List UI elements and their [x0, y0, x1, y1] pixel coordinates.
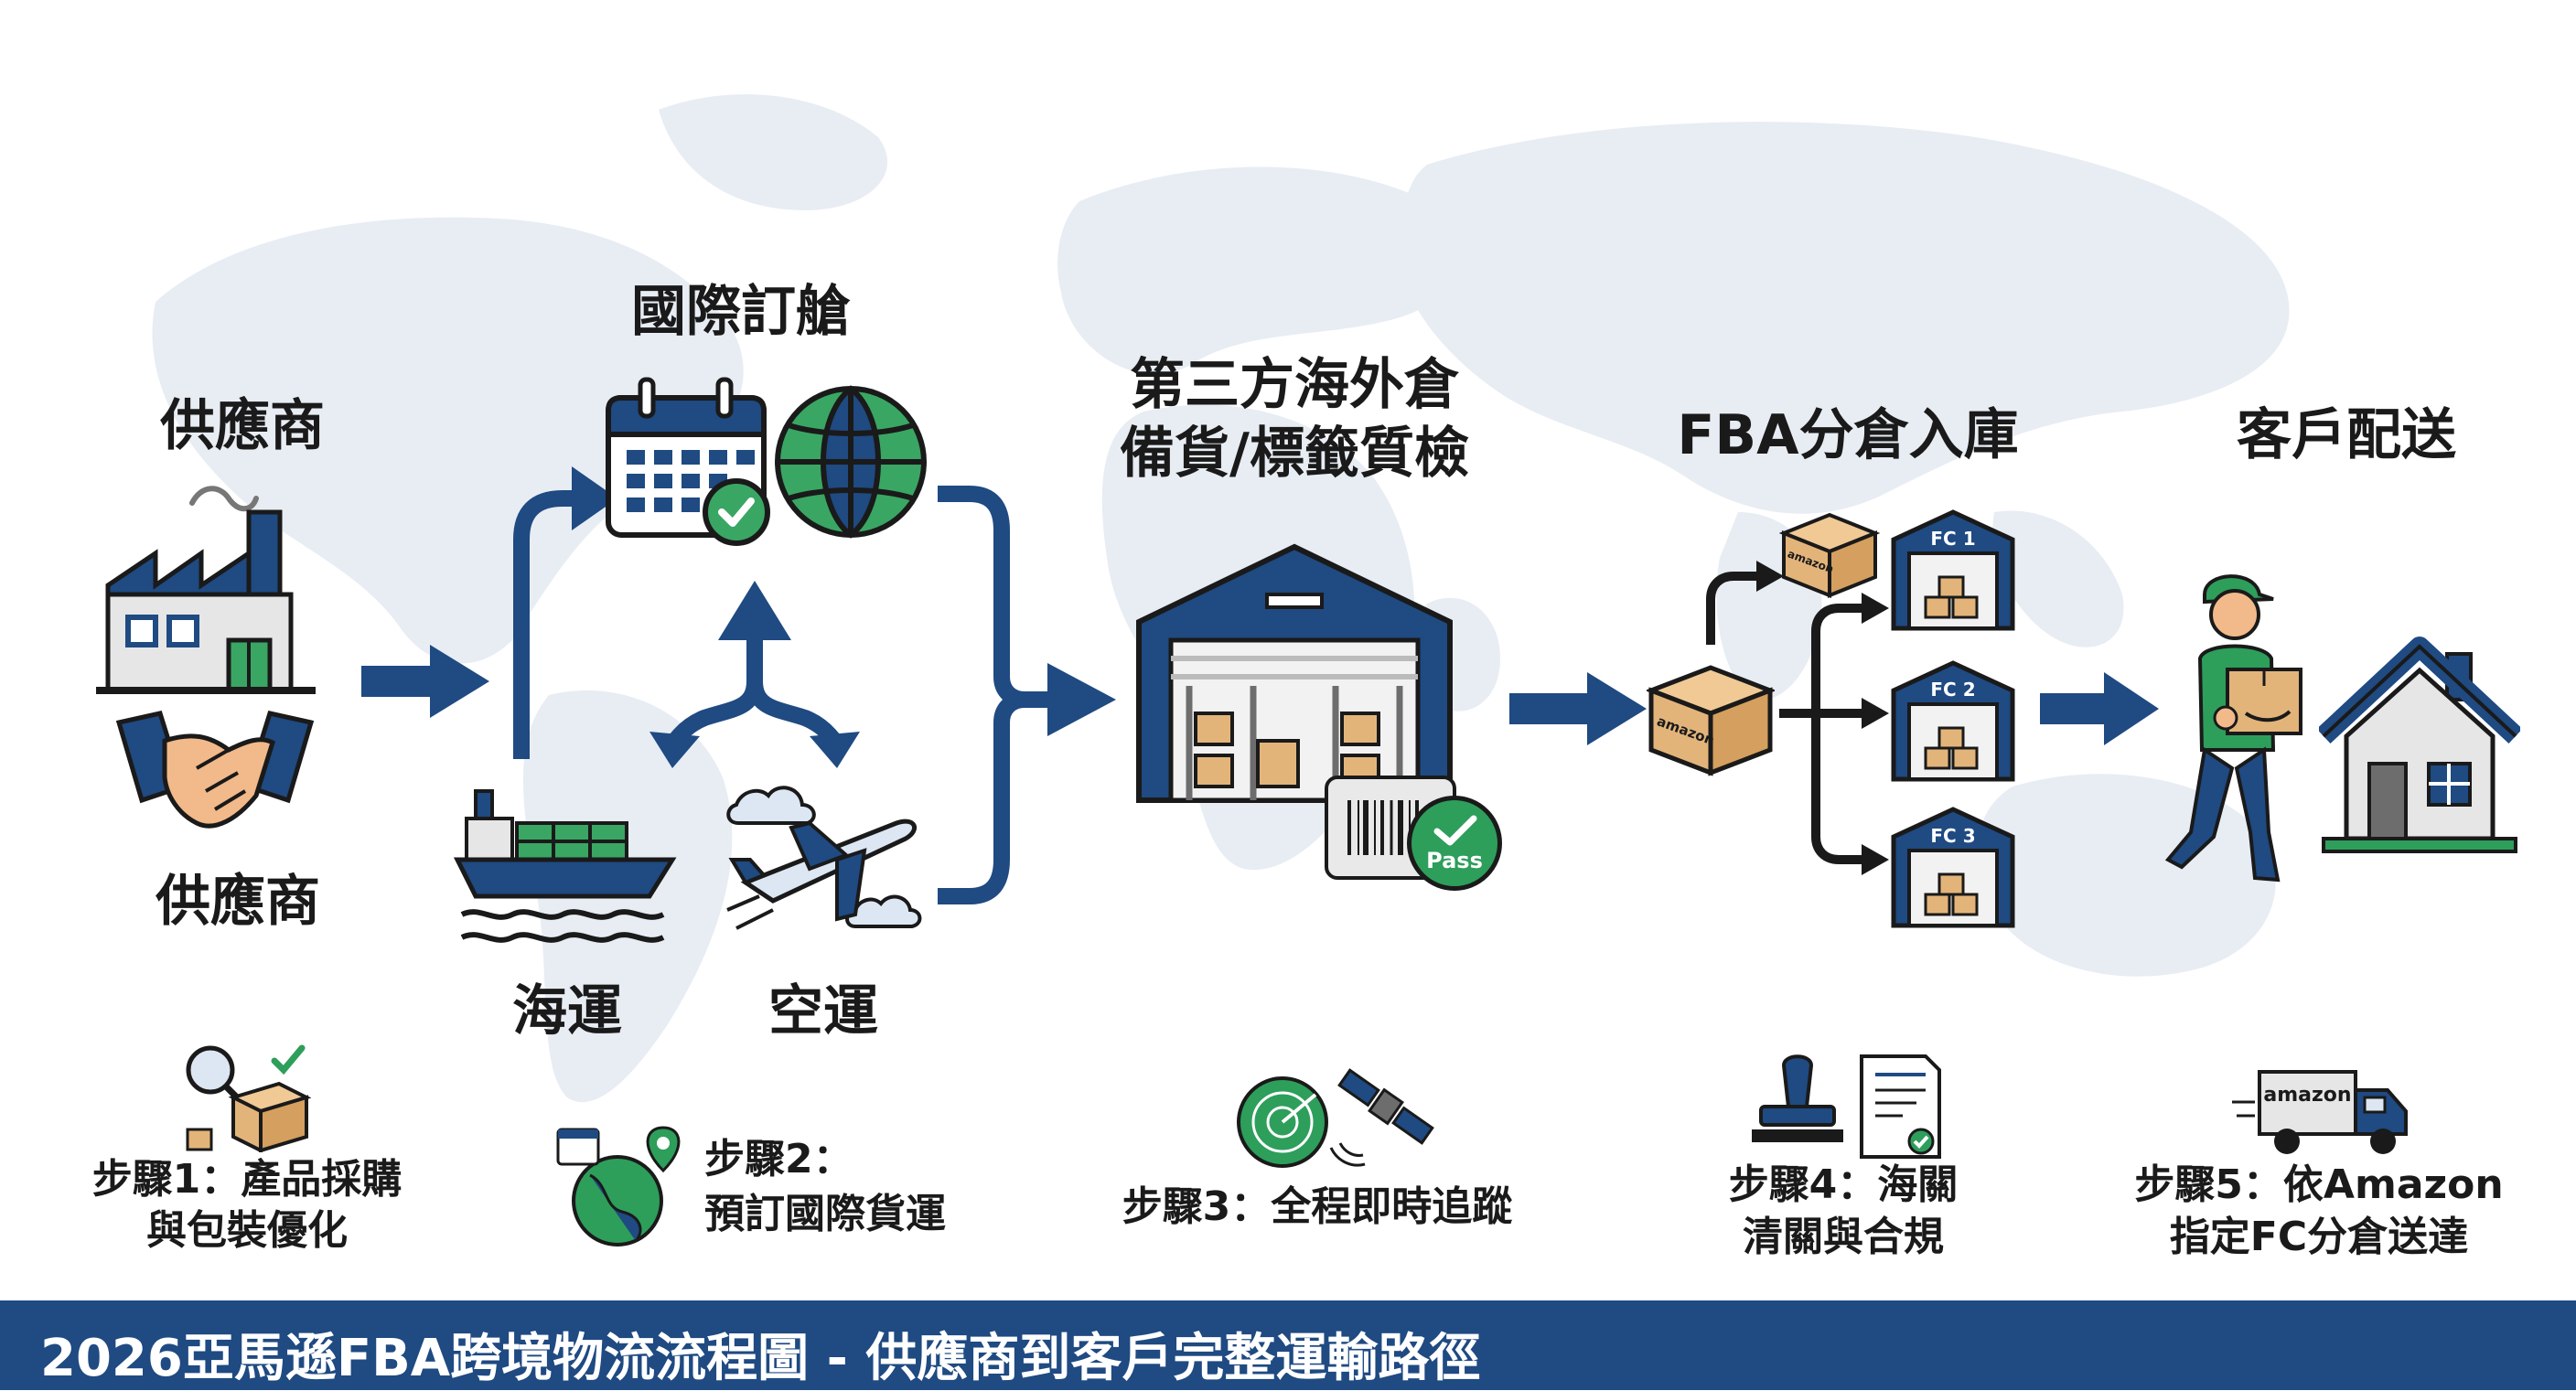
flow-bracket-merge: [938, 486, 1116, 904]
cardboard-box-icon: [1647, 665, 1775, 776]
arrow-right-icon: [2040, 672, 2159, 745]
handshake-icon: [115, 711, 315, 829]
cargo-ship-icon: [453, 789, 677, 943]
fc2-warehouse: FC 2: [1889, 658, 2017, 782]
amazon-box-small: amazon: [1779, 508, 1880, 599]
step1-label-line2: 與包裝優化: [146, 1207, 348, 1254]
arrow-right-icon: [1509, 672, 1647, 745]
flow-bracket-left: [513, 466, 617, 759]
globe-calendar-pin-icon: [556, 1126, 681, 1247]
step2-label-line1: 步驟2：: [704, 1136, 853, 1182]
check-icon: [1433, 815, 1477, 846]
delivery-title: 客戶配送: [2237, 403, 2456, 467]
factory-icon: [96, 486, 316, 694]
step3-label: 步驟3：全程即時追蹤: [1122, 1183, 1513, 1230]
supplier-subtitle: 供應商: [156, 870, 320, 934]
fc2-label: FC 2: [1930, 679, 1976, 701]
customs-stamp-document-icon: [1752, 1054, 1941, 1159]
fba-title: FBA分倉入庫: [1677, 403, 2019, 467]
fc-warehouse-icon: [1891, 660, 2015, 782]
step1-label-line1: 步驟1：產品採購: [91, 1156, 402, 1203]
fc1-warehouse: FC 1: [1889, 508, 2017, 631]
delivery-person-icon: [2164, 574, 2302, 883]
amazon-truck-label: amazon: [2263, 1084, 2352, 1107]
world-map-background: [152, 94, 2290, 1103]
air-freight-label: 空運: [768, 979, 878, 1043]
fc-warehouse-icon: [1891, 807, 2015, 928]
globe-icon: [775, 385, 927, 539]
step2-label-line2: 預訂國際貨運: [704, 1191, 946, 1237]
footer-title: 2026亞馬遜FBA跨境物流流程圖 - 供應商到客戶完整運輸路徑: [40, 1329, 1481, 1388]
calendar-icon: [606, 377, 770, 546]
distribution-arrows: [1706, 561, 1889, 875]
house-icon: [2319, 637, 2520, 853]
radar-satellite-icon: [1237, 1068, 1434, 1168]
delivery-truck-icon: [2232, 1070, 2408, 1154]
supplier-title: 供應商: [160, 394, 325, 458]
step5-label-line2: 指定FC分倉送達: [2169, 1214, 2469, 1260]
step5-label-line1: 步驟5：依Amazon: [2134, 1161, 2504, 1208]
warehouse-title-line1: 第三方海外倉: [1130, 353, 1459, 417]
pass-badge: Pass: [1407, 796, 1502, 891]
amazon-truck: amazon: [2232, 1061, 2415, 1161]
sea-freight-label: 海運: [512, 979, 622, 1043]
step4-label-line2: 清關與合規: [1743, 1214, 1944, 1260]
split-arrow-icon: [649, 581, 860, 768]
fc3-label: FC 3: [1930, 825, 1976, 847]
amazon-box-main: amazon: [1647, 658, 1775, 777]
step4-label-line1: 步驟4：海關: [1728, 1161, 1959, 1208]
footer-bar: 2026亞馬遜FBA跨境物流流程圖 - 供應商到客戶完整運輸路徑: [0, 1300, 2576, 1390]
fc1-label: FC 1: [1930, 528, 1976, 550]
warehouse-icon: [1136, 543, 1453, 803]
fc3-warehouse: FC 3: [1889, 805, 2017, 928]
warehouse-title-line2: 備貨/標籤質檢: [1120, 422, 1469, 486]
cardboard-box-icon: [1779, 512, 1880, 598]
inspection-box-icon: [186, 1044, 312, 1152]
airplane-icon: [726, 786, 922, 930]
booking-title: 國際訂艙: [631, 280, 851, 344]
arrow-right-icon: [361, 645, 489, 718]
pass-badge-label: Pass: [1426, 848, 1483, 873]
fc-warehouse-icon: [1891, 509, 2015, 631]
